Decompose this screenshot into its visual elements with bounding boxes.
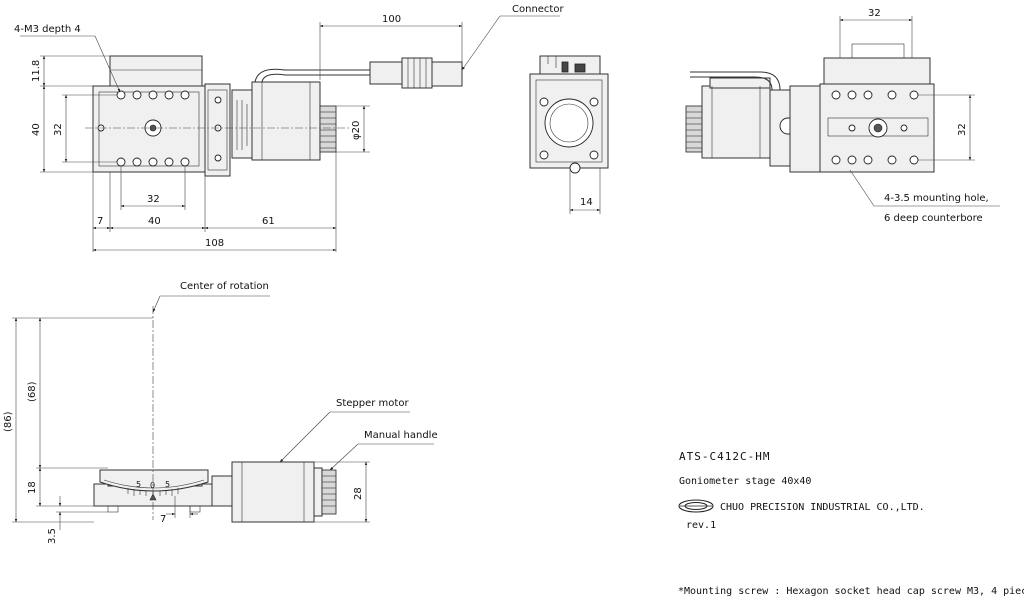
dim-3-5: 3.5 [47,528,58,544]
footnote: *Mounting screw : Hexagon socket head ca… [678,586,1024,597]
elevation-view-dimensions: (86) (68) 18 3.5 7 28 Center of rotation… [3,281,438,544]
product-description: Goniometer stage 40x40 [679,476,811,487]
dim-40-left: 40 [31,123,42,136]
scale-left: 5 [136,480,141,489]
dim-32-bottom: 32 [147,194,160,205]
callout-mount-hole-2: 6 deep counterbore [884,213,983,224]
top-view-dimensions: 100 11.8 40 32 32 7 40 61 108 [14,4,564,252]
callout-manual-handle: Manual handle [364,430,438,441]
scale-center: 0 [150,481,155,490]
dim-7: 7 [97,216,103,227]
front-view-dimensions: 14 [569,168,601,214]
dim-14: 14 [580,197,593,208]
dim-32-left: 32 [53,123,64,136]
callout-mount-hole-1: 4-3.5 mounting hole, [884,193,989,204]
dim-11-8: 11.8 [31,60,42,82]
dim-40-bottom: 40 [148,216,161,227]
dim-86: (86) [3,411,14,432]
dim-phi20: φ20 [351,121,362,140]
dim-61: 61 [262,216,275,227]
company-logo-icon [678,499,714,513]
scale-ticks-icon [127,488,179,498]
callout-stepper-motor: Stepper motor [336,398,409,409]
top-view [85,55,463,177]
dim-68: (68) [27,381,38,402]
scale-right: 5 [165,480,170,489]
dim-28: 28 [353,487,364,500]
dim-108: 108 [205,238,224,249]
side-view-dimensions: 32 32 4-3.5 mounting hole, 6 deep counte… [839,8,1000,224]
callout-connector: Connector [512,4,564,15]
side-view [685,43,935,173]
revision: rev.1 [686,520,716,531]
model-number: ATS-C412C-HM [679,450,770,463]
dim-18: 18 [27,481,38,494]
dim-32-top-right: 32 [868,8,881,19]
label-text-icon [236,100,248,150]
dim-100: 100 [382,14,401,25]
callout-center-of-rotation: Center of rotation [180,281,269,292]
callout-tap-holes: 4-M3 depth 4 [14,24,81,35]
dim-7-side: 7 [160,514,166,525]
title-block: ATS-C412C-HM Goniometer stage 40x40 CHUO… [678,450,925,531]
dim-32-right: 32 [957,123,968,136]
company-name: CHUO PRECISION INDUSTRIAL CO.,LTD. [720,502,925,513]
front-view [529,55,609,174]
elevation-view: 5 0 5 [93,306,337,523]
